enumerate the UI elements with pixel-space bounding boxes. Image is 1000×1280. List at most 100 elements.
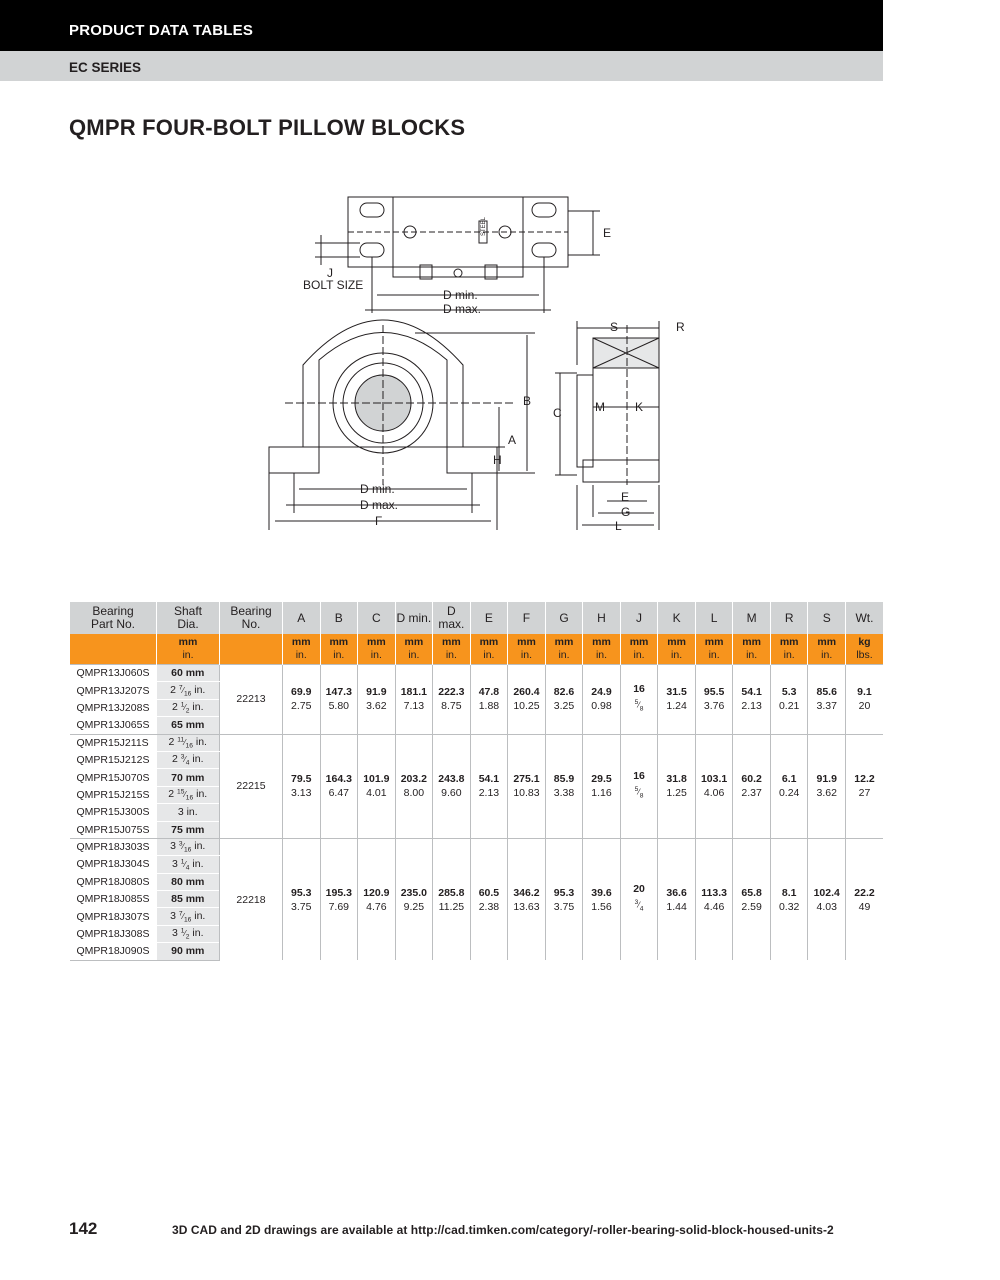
dim-label-k: K [635,400,643,414]
part-number-cell: QMPR18J304S [69,855,157,874]
units-bearing [219,634,283,665]
header-m: M [732,602,771,634]
shaft-dia-cell: 75 mm [156,821,220,839]
shaft-dia-cell: 65 mm [156,716,220,735]
section-title: PRODUCT DATA TABLES [69,22,254,39]
shaft-dia-cell: 3 in. [156,803,220,822]
dim-label-b: B [523,394,531,408]
page-title: QMPR FOUR-BOLT PILLOW BLOCKS [69,115,466,140]
series-bar: EC SERIES [0,51,883,81]
dim-label-a: A [508,433,516,447]
technical-drawing: STEEL E J BOLT SIZE D min. D max. S R B … [255,185,695,540]
series-title: EC SERIES [69,60,142,75]
part-number-cell: QMPR13J208S [69,699,157,718]
shaft-dia-cell: 2 3⁄4 in. [156,751,220,770]
bearing-number-cell: 22218 [219,837,283,961]
dim-label-e-side: E [621,490,629,504]
shaft-dia-cell: 2 11⁄16 in. [156,733,220,752]
steel-label: STEEL [481,216,487,236]
dim-label-dmax-top: D max. [443,302,481,316]
front-left-foot [268,446,320,474]
dim-label-e-top: E [603,226,611,240]
dim-label-h: H [493,453,502,467]
part-number-cell: QMPR13J060S [69,663,157,683]
dim-label-f: F [375,514,382,528]
part-number-cell: QMPR15J300S [69,803,157,822]
header-bar: PRODUCT DATA TABLES [0,0,883,51]
part-number-cell: QMPR18J090S [69,942,157,961]
part-number-cell: QMPR18J080S [69,873,157,892]
shaft-dia-cell: 2 15⁄16 in. [156,786,220,805]
header-wt: Wt. [844,602,883,634]
dim-label-m: M [595,400,605,414]
header-f: F [507,602,546,634]
shaft-dia-cell: 2 7⁄16 in. [156,681,220,700]
units-part [69,634,157,665]
dim-label-g: G [621,505,630,519]
side-view-body [592,367,660,461]
shaft-dia-cell: 70 mm [156,768,220,787]
header-dmax: D max. [432,602,471,634]
header-s: S [807,602,846,634]
part-number-cell: QMPR15J075S [69,821,157,839]
page-number: 142 [69,1219,98,1238]
shaft-dia-cell: 2 1⁄2 in. [156,699,220,718]
part-number-cell: QMPR15J212S [69,751,157,770]
shaft-dia-cell: 90 mm [156,942,220,961]
shaft-dia-cell: 85 mm [156,890,220,909]
part-number-cell: QMPR13J207S [69,681,157,700]
part-number-cell: QMPR15J070S [69,768,157,787]
